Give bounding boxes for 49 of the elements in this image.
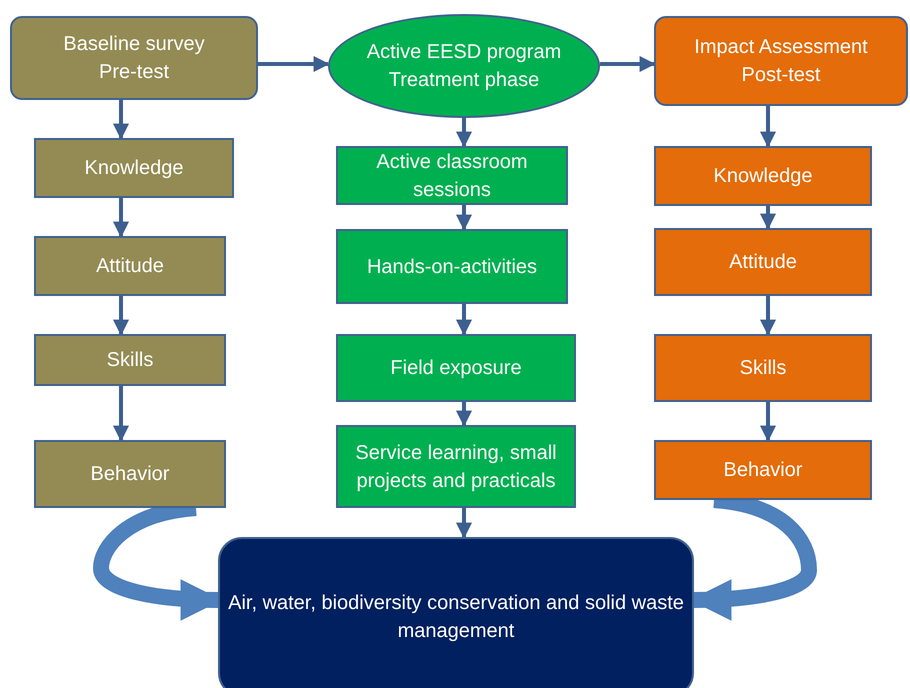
node-label: Attitude [729,250,797,275]
arrow [456,402,472,427]
node-label: Skills [740,356,786,381]
arrow [113,100,129,140]
node-label: Skills [106,348,154,373]
activity-box [336,425,576,508]
process-box [654,228,872,296]
process-box [34,440,226,508]
activity-box [336,229,568,304]
node-label: Impact Assessment [694,35,868,60]
node-label: Treatment phase [388,68,540,93]
arrow [258,56,330,72]
arrow [456,205,472,231]
arrow [113,386,129,442]
arrow [456,118,472,148]
node-label: Hands-on-activities [366,254,538,280]
arrow [760,402,776,442]
arrow [760,106,776,148]
arrow [760,206,776,230]
process-box [654,146,872,206]
node-label: Knowledge [84,156,184,181]
node-label: Active EESD program [366,40,562,65]
node-label: Attitude [96,254,164,279]
arrow [456,304,472,336]
activity-box [336,334,576,402]
arrow [113,198,129,238]
node-label: Pre-test [98,60,170,85]
process-box [34,334,226,386]
outcome-box [218,537,694,688]
node-label: Behavior [724,458,802,483]
stage-box [10,16,258,100]
arrow [600,56,656,72]
arrow [113,296,129,336]
node-label: Air, water, biodiversity conservation and solid waste management [228,591,684,644]
node-label: Behavior [90,462,170,487]
node-label: Active classroom sessions [375,150,529,202]
process-box [34,138,234,198]
process-box [654,440,872,500]
node-label: Field exposure [390,356,522,381]
activity-box [336,146,568,205]
process-box [34,236,226,296]
arrow [760,296,776,336]
node-label: Knowledge [714,164,812,189]
stage-box [654,16,908,106]
node-label: Baseline survey [63,32,205,57]
arrow [456,508,472,539]
node-label: Post-test [742,63,820,88]
process-box [654,334,872,402]
node-label: Service learning, small projects and practicals [354,440,558,494]
